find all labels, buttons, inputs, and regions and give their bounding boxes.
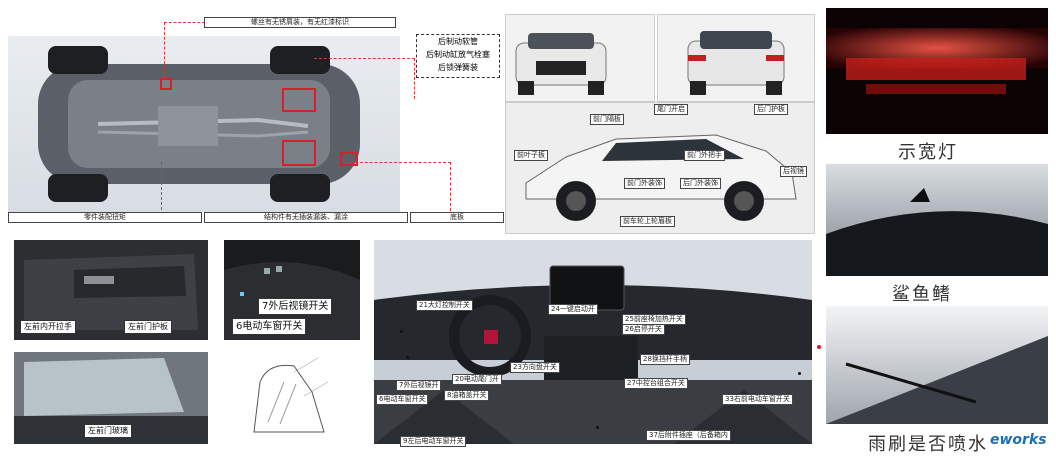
center-console-label: 27中控台组合开关	[624, 378, 688, 389]
shift-knob-label: 28换挡杆手柄	[640, 354, 690, 365]
rear-door-trim-label: 后门护板	[754, 104, 788, 115]
rear-left-wheel	[270, 46, 330, 74]
headlight-switch-label: 21大灯控制开关	[416, 300, 473, 311]
dot-2	[406, 356, 409, 359]
leader-bottom-right	[350, 162, 451, 211]
mirror-interior-label: 7外后视镜开	[396, 380, 442, 391]
front-door-handle-label: 前门外把手	[684, 150, 725, 161]
steering-switch-label: 23方向盘开关	[510, 362, 560, 373]
structure-label: 结构件有无插装漏装、漏涂	[204, 212, 408, 223]
eworks-watermark: eworks	[990, 432, 1047, 448]
wiper-photo	[826, 306, 1048, 424]
leader-bottom-left	[160, 162, 162, 210]
right-front-window-label: 33右前电动车窗开关	[722, 394, 793, 405]
marker-bolt	[160, 78, 172, 90]
front-door-trim-ext-label: 前门外装饰	[624, 178, 665, 189]
front-view-photo	[505, 14, 655, 102]
marker-rear-brake-bottom	[282, 140, 316, 166]
underbody-top-label: 螺丝有无锈屑装，有无红漆标识	[204, 17, 396, 28]
marker-floor	[340, 152, 358, 166]
rear-view-photo	[657, 14, 815, 102]
side-view-photo	[505, 102, 815, 234]
rear-brake-bleeder-label: 后制动缸放气栓塞	[426, 50, 490, 59]
rear-spring-label: 后锁弹簧装	[438, 63, 478, 72]
underbody-illustration	[38, 46, 360, 202]
mirror-ext-label: 后视镜	[780, 166, 807, 177]
tailgate-open-label: 尾门开启	[654, 104, 688, 115]
wiper-pointer-dot	[817, 345, 821, 349]
window-switch-label: 6电动车窗开关	[232, 318, 307, 335]
floor-label: 底板	[410, 212, 504, 223]
underbody-right-label-box: 后制动软管 后制动缸放气栓塞 后锁弹簧装	[416, 34, 500, 78]
rear-brake-hose-label: 后制动软管	[438, 37, 478, 46]
shark-fin-caption: 鲨鱼鳍	[892, 284, 952, 305]
rear-socket-label: 37后附件插座（后备箱内	[646, 430, 731, 441]
start-stop-label: 26启停开关	[622, 324, 665, 335]
underbody-photo	[8, 36, 400, 212]
wheel-arch-label: 前车轮上轮眉板	[620, 216, 675, 227]
push-start-label: 24一键启动开	[548, 304, 598, 315]
seat-diagram	[224, 352, 360, 444]
interior-photo	[374, 240, 812, 444]
rear-door-trim-ext-label: 后门外装饰	[680, 178, 721, 189]
torque-label: 零件装配扭矩	[8, 212, 202, 223]
dot-4	[596, 426, 599, 429]
leader-top	[164, 22, 205, 79]
mirror-switch-label: 7外后视镜开关	[258, 298, 333, 315]
fuel-door-label: 8油箱盖开关	[444, 390, 490, 401]
width-lamp-caption: 示宽灯	[898, 142, 958, 163]
rear-right-wheel	[270, 174, 330, 202]
shark-fin-photo	[826, 164, 1048, 276]
door-trim-label: 左前门护板	[124, 320, 172, 334]
wiper-caption: 雨刷是否喷水	[868, 434, 988, 455]
front-right-wheel	[48, 174, 108, 202]
dot-3	[798, 372, 801, 375]
inner-handle-label: 左前内开拉手	[20, 320, 76, 334]
front-door-panel-label: 前门隔板	[590, 114, 624, 125]
dot-1	[400, 330, 403, 333]
power-tailgate-label: 20电动尾门开	[452, 374, 502, 385]
width-lamp-photo	[826, 8, 1048, 134]
leader-right	[314, 58, 415, 99]
marker-rear-brake-top	[282, 88, 316, 112]
glass-label: 左前门玻璃	[84, 424, 132, 438]
window-interior-label: 6电动车窗开关	[376, 394, 429, 405]
front-fender-label: 前叶子板	[514, 150, 548, 161]
front-left-wheel	[48, 46, 108, 74]
door-glass-photo	[14, 352, 208, 444]
left-rear-window-label: 9左后电动车窗开关	[400, 436, 467, 447]
